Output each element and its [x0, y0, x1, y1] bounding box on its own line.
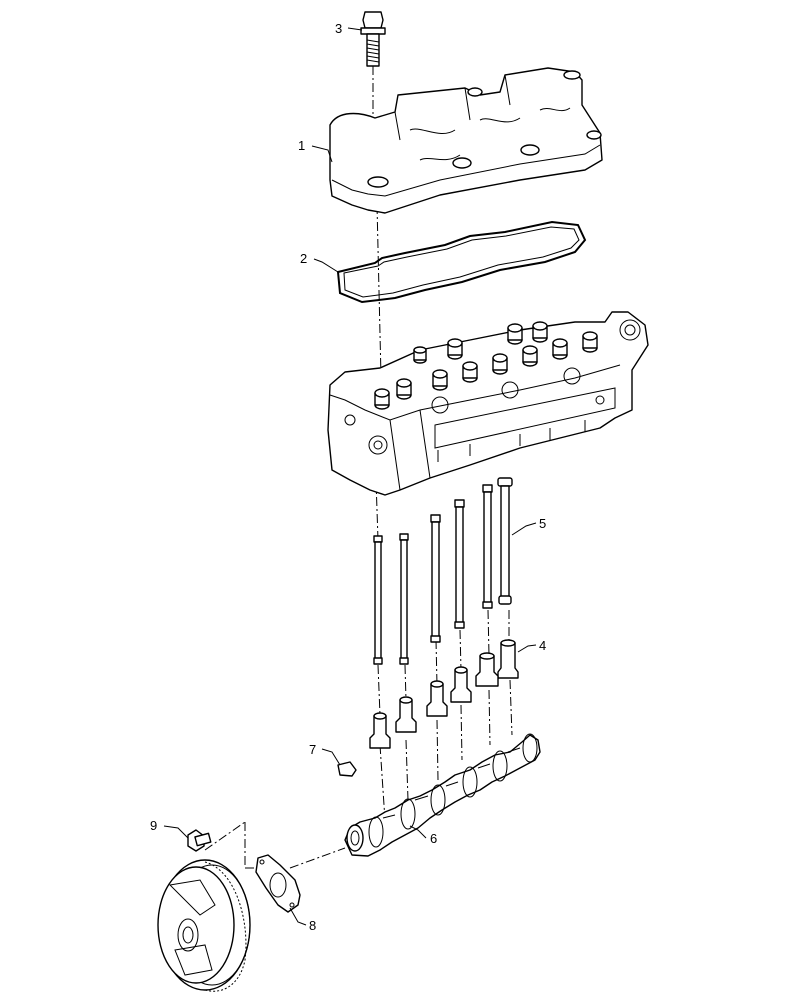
part-1-valve-cover	[329, 67, 603, 214]
part-9-bolt	[187, 829, 212, 852]
callout-3: 3	[335, 21, 342, 36]
part-8-thrust-plate	[255, 854, 301, 913]
callouts: 3 1 2 5 4 7 6 9 8	[150, 21, 546, 933]
center-lines	[204, 66, 513, 869]
part-2-gasket	[336, 220, 587, 304]
callout-8: 8	[309, 918, 316, 933]
push-rods	[373, 484, 493, 665]
cylinder-head	[327, 311, 649, 496]
callout-1: 1	[298, 138, 305, 153]
part-7-key	[337, 761, 357, 777]
part-6-camshaft	[344, 733, 541, 857]
cam-gear	[157, 859, 251, 992]
part-3-bolt	[360, 11, 386, 67]
callout-2: 2	[300, 251, 307, 266]
leader-lines	[163, 27, 537, 926]
callout-9: 9	[150, 818, 157, 833]
callout-6: 6	[430, 831, 437, 846]
callout-7: 7	[309, 742, 316, 757]
callout-5: 5	[539, 516, 546, 531]
callout-4: 4	[539, 638, 546, 653]
part-5-push-rod	[497, 477, 513, 605]
part-4-tappets	[369, 639, 519, 749]
